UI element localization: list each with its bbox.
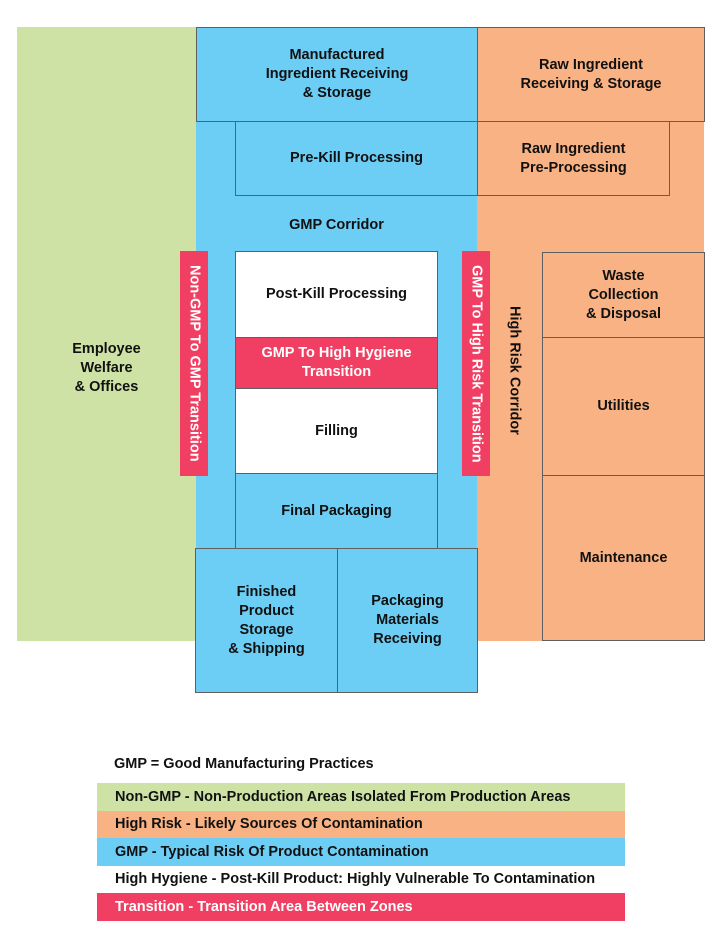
non-gmp-zone bbox=[17, 27, 196, 641]
gmp-to-high-hygiene-room: GMP To High Hygiene Transition bbox=[235, 337, 438, 389]
finished-product-label: Finished Product Storage & Shipping bbox=[228, 583, 305, 657]
legend: Non-GMP - Non-Production Areas Isolated … bbox=[97, 783, 625, 921]
final-packaging-room: Final Packaging bbox=[235, 473, 438, 549]
legend-label: High Hygiene - Post-Kill Product: Highly… bbox=[115, 871, 596, 888]
employee-welfare-label: Employee Welfare & Offices bbox=[72, 341, 141, 395]
non-gmp-to-gmp-label: Non-GMP To GMP Transition bbox=[186, 265, 203, 462]
legend-item-non-gmp: Non-GMP - Non-Production Areas Isolated … bbox=[97, 783, 625, 811]
legend-label: High Risk - Likely Sources Of Contaminat… bbox=[115, 816, 423, 833]
maintenance-room: Maintenance bbox=[542, 475, 705, 641]
legend-item-high-risk: High Risk - Likely Sources Of Contaminat… bbox=[97, 810, 625, 838]
utilities-room: Utilities bbox=[542, 337, 705, 476]
legend-item-gmp: GMP - Typical Risk Of Product Contaminat… bbox=[97, 838, 625, 866]
legend-label: Non-GMP - Non-Production Areas Isolated … bbox=[115, 788, 571, 805]
legend-title: GMP = Good Manufacturing Practices bbox=[114, 756, 374, 772]
gmp-to-high-risk-transition: GMP To High Risk Transition bbox=[462, 251, 490, 476]
high-risk-corridor: High Risk Corridor bbox=[500, 300, 528, 440]
pre-kill-label: Pre-Kill Processing bbox=[290, 150, 423, 166]
finished-product-room: Finished Product Storage & Shipping bbox=[195, 548, 338, 693]
non-gmp-to-gmp-transition: Non-GMP To GMP Transition bbox=[180, 251, 208, 476]
maintenance-label: Maintenance bbox=[579, 549, 668, 566]
final-packaging-label: Final Packaging bbox=[281, 502, 392, 519]
waste-room: Waste Collection & Disposal bbox=[542, 252, 705, 338]
post-kill-label: Post-Kill Processing bbox=[265, 286, 407, 302]
raw-ingredient-receiving-label: Raw Ingredient Receiving & Storage bbox=[520, 56, 662, 92]
gmp-to-high-risk-label: GMP To High Risk Transition bbox=[468, 264, 485, 463]
legend-label: Transition - Transition Area Between Zon… bbox=[115, 898, 413, 915]
gmp-corridor-label: GMP Corridor bbox=[289, 217, 384, 233]
raw-ingredient-preprocessing-label: Raw Ingredient Pre-Processing bbox=[520, 140, 627, 176]
waste-label: Waste Collection & Disposal bbox=[586, 267, 661, 322]
packaging-materials-room: Packaging Materials Receiving bbox=[337, 548, 478, 693]
high-risk-corridor-label: High Risk Corridor bbox=[506, 305, 523, 435]
manufactured-ingredient-label: Manufactured Ingredient Receiving & Stor… bbox=[265, 47, 409, 101]
legend-item-high-hygiene: High Hygiene - Post-Kill Product: Highly… bbox=[97, 865, 625, 893]
raw-ingredient-preprocessing-room: Raw Ingredient Pre-Processing bbox=[477, 121, 670, 196]
post-kill-room: Post-Kill Processing bbox=[235, 251, 438, 338]
raw-ingredient-receiving-room: Raw Ingredient Receiving & Storage bbox=[477, 27, 705, 122]
manufactured-ingredient-room: Manufactured Ingredient Receiving & Stor… bbox=[196, 27, 478, 122]
legend-item-transition: Transition - Transition Area Between Zon… bbox=[97, 893, 625, 921]
packaging-materials-label: Packaging Materials Receiving bbox=[371, 593, 444, 647]
filling-label: Filling bbox=[315, 422, 358, 439]
pre-kill-room: Pre-Kill Processing bbox=[235, 121, 478, 196]
filling-room: Filling bbox=[235, 388, 438, 474]
gmp-to-high-hygiene-label: GMP To High Hygiene Transition bbox=[261, 345, 412, 380]
utilities-label: Utilities bbox=[597, 398, 650, 414]
legend-label: GMP - Typical Risk Of Product Contaminat… bbox=[115, 843, 429, 860]
